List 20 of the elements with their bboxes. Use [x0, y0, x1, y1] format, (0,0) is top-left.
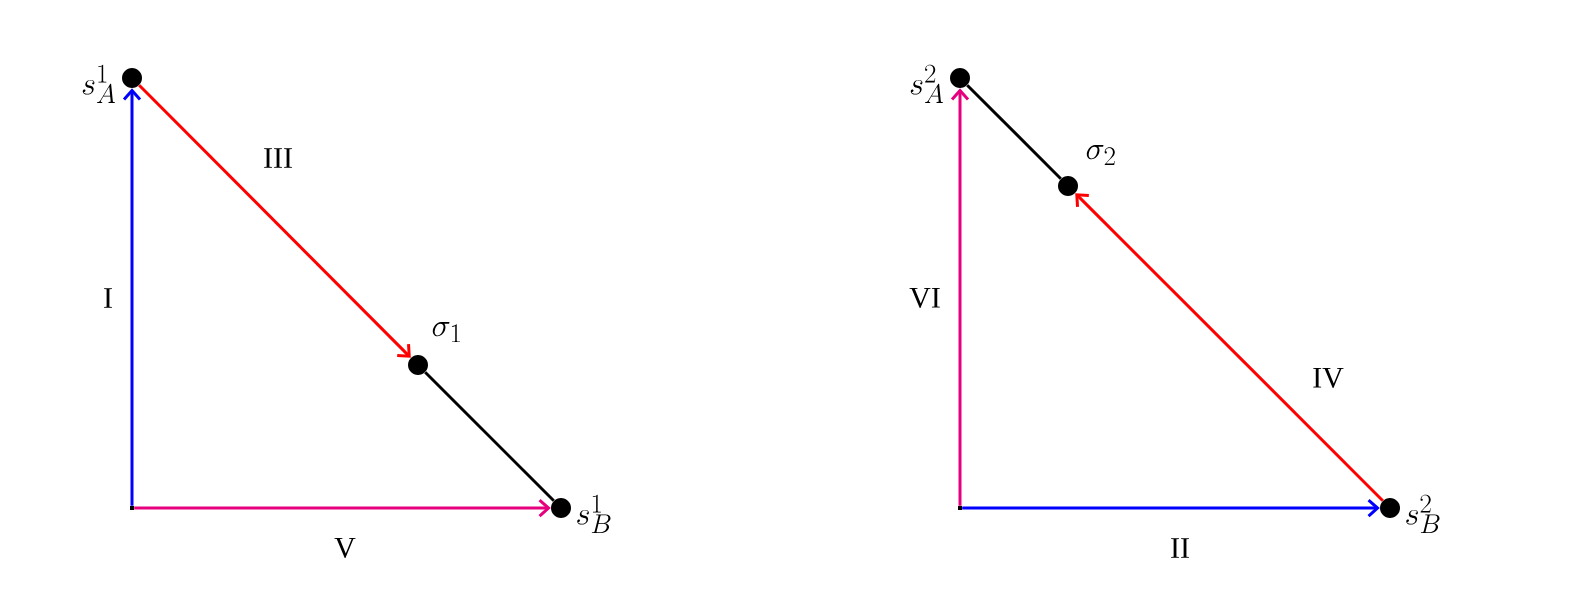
- arrow: [1075, 193, 1384, 502]
- edge-label: V: [333, 536, 357, 560]
- arrow: [134, 498, 551, 518]
- edge-label: IV: [1311, 366, 1345, 390]
- node-label: $\sigma_2$: [1086, 144, 1115, 166]
- edge-label: VI: [908, 286, 942, 310]
- node-label: $s_A^2$: [910, 64, 944, 103]
- edge-label: III: [262, 147, 294, 169]
- arrow: [950, 88, 970, 506]
- node-label: $\sigma_1$: [432, 321, 460, 343]
- node-label: $s_B^2$: [1406, 494, 1440, 533]
- arrow: [962, 498, 1380, 518]
- edge-label: II: [1169, 537, 1191, 559]
- arrow: [122, 88, 142, 506]
- corner-point: [130, 506, 134, 510]
- arrow: [138, 84, 411, 358]
- node-label: $s_A^1$: [82, 64, 116, 103]
- node-label: $s_B^1$: [577, 494, 611, 533]
- corner-point: [958, 506, 962, 510]
- edge-label: I: [102, 287, 114, 309]
